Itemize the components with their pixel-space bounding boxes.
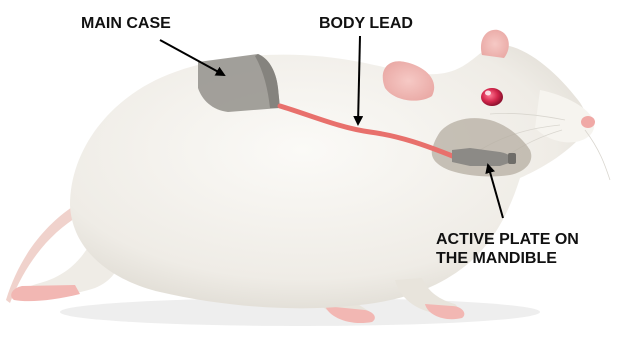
main-case-label: MAIN CASE bbox=[81, 14, 171, 33]
rat-body bbox=[70, 44, 586, 308]
rat-eye bbox=[481, 88, 503, 106]
active-plate-label: ACTIVE PLATE ON THE MANDIBLE bbox=[436, 230, 579, 268]
rat-nose bbox=[581, 116, 595, 128]
rat-eye-highlight bbox=[485, 91, 491, 96]
rat-ear-back bbox=[481, 30, 509, 58]
body-lead-label: BODY LEAD bbox=[319, 14, 413, 33]
active-plate-label-line2: THE MANDIBLE bbox=[436, 249, 579, 268]
connector-tip bbox=[508, 153, 516, 164]
active-plate-label-line1: ACTIVE PLATE ON bbox=[436, 230, 579, 249]
rat-hind-foot bbox=[11, 285, 80, 301]
